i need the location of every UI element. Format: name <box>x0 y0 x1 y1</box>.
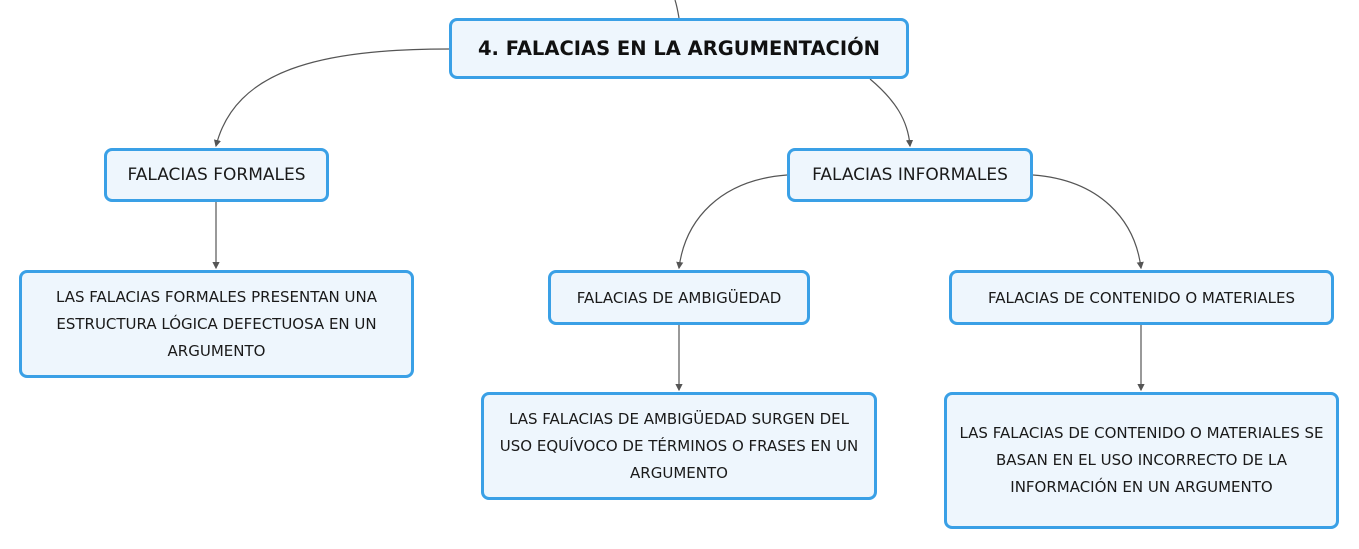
ambiguedad-description-node[interactable]: LAS FALACIAS DE AMBIGÜEDAD SURGEN DEL US… <box>481 392 877 500</box>
connector-informales-to-contenido <box>1032 174 1144 270</box>
root-topic-node[interactable]: 4. FALACIAS EN LA ARGUMENTACIÓN <box>449 18 909 79</box>
ambiguedad-topic-node[interactable]: FALACIAS DE AMBIGÜEDAD <box>548 270 810 325</box>
root-topic-label: 4. FALACIAS EN LA ARGUMENTACIÓN <box>477 37 881 60</box>
ambiguedad-description-text: LAS FALACIAS DE AMBIGÜEDAD SURGEN DEL US… <box>499 409 859 482</box>
connector-root-to-informales <box>869 78 914 148</box>
connector-informales-to-ambiguedad <box>676 174 788 270</box>
formales-topic-node[interactable]: FALACIAS FORMALES <box>104 148 329 202</box>
formales-description-text: LAS FALACIAS FORMALES PRESENTAN UNA ESTR… <box>56 287 377 360</box>
connector-parent-to-root <box>674 0 680 19</box>
contenido-topic-label: FALACIAS DE CONTENIDO O MATERIALES <box>987 288 1296 307</box>
contenido-description-text: LAS FALACIAS DE CONTENIDO O MATERIALES S… <box>959 424 1324 496</box>
contenido-topic-node[interactable]: FALACIAS DE CONTENIDO O MATERIALES <box>949 270 1334 325</box>
connector-root-to-formales <box>213 48 450 148</box>
informales-topic-label: FALACIAS INFORMALES <box>812 165 1008 185</box>
informales-topic-node[interactable]: FALACIAS INFORMALES <box>787 148 1033 202</box>
formales-topic-label: FALACIAS FORMALES <box>127 165 306 185</box>
contenido-description-node[interactable]: LAS FALACIAS DE CONTENIDO O MATERIALES S… <box>944 392 1339 529</box>
ambiguedad-topic-label: FALACIAS DE AMBIGÜEDAD <box>576 288 782 307</box>
formales-description-node[interactable]: LAS FALACIAS FORMALES PRESENTAN UNA ESTR… <box>19 270 414 378</box>
